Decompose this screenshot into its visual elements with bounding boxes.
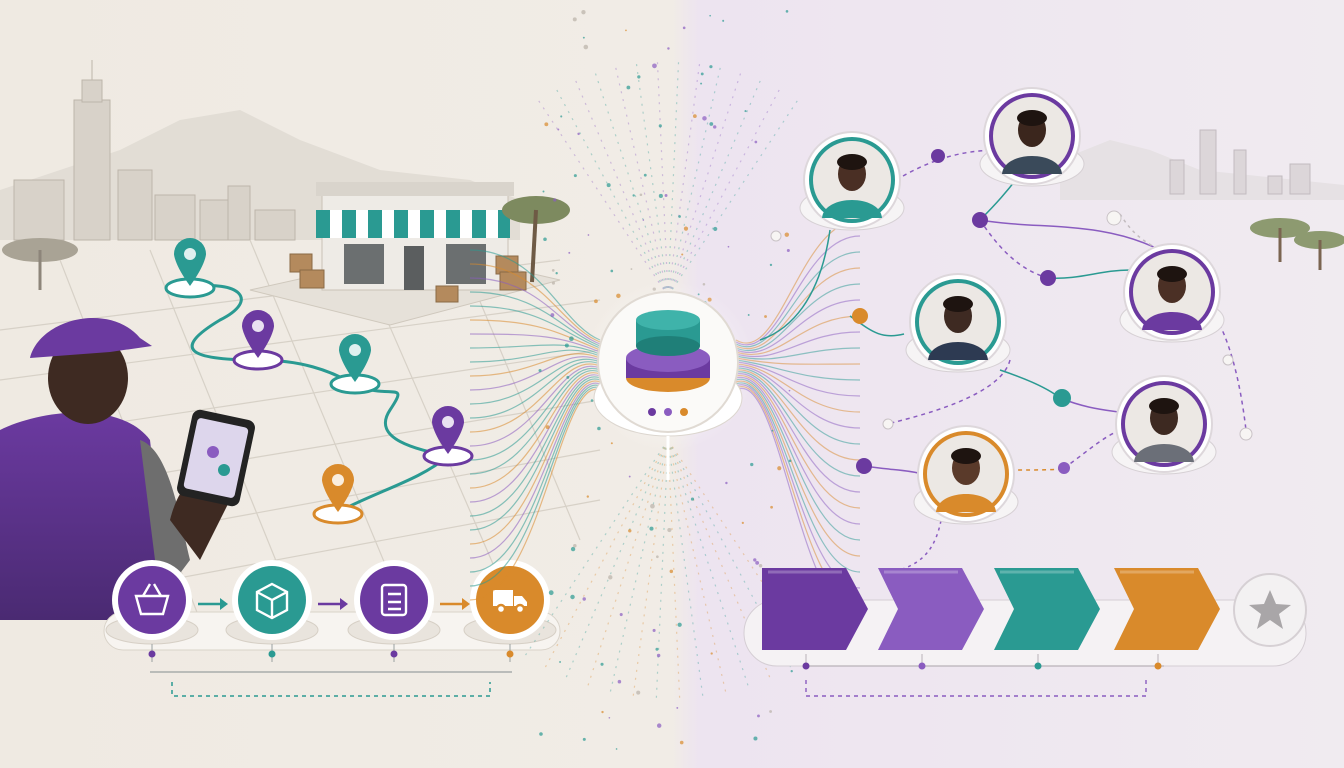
process-step-4	[463, 560, 557, 662]
star-icon	[1249, 590, 1291, 629]
storefront	[249, 182, 561, 326]
data-stack-icon	[626, 310, 710, 392]
pipeline-stage-1	[762, 568, 868, 670]
map-pin-1	[164, 238, 216, 299]
pipeline-final-stage	[1233, 573, 1307, 647]
map-pin-icon	[339, 334, 371, 382]
person-avatar-icon	[1002, 110, 1062, 174]
shopping-basket-icon	[134, 583, 170, 616]
city-skyline-right	[1060, 129, 1344, 200]
person-portrait-5	[1111, 375, 1217, 475]
person-avatar-icon	[822, 154, 882, 218]
striped-awning	[316, 210, 510, 238]
pipeline-stage-4	[1114, 568, 1220, 670]
person-portrait-4	[1119, 243, 1225, 343]
map-pin-3	[329, 334, 381, 395]
network-nodes	[770, 149, 1253, 474]
map-pin-5	[312, 464, 364, 525]
person-avatar-icon	[936, 448, 996, 512]
person-avatar-icon	[928, 296, 988, 360]
process-steps	[105, 560, 557, 662]
arrow-right-icon	[198, 598, 228, 610]
tree-left	[2, 238, 78, 290]
map-pin-icon	[174, 238, 206, 286]
delivery-truck-icon	[493, 590, 527, 615]
acacia-tree	[502, 196, 570, 283]
map-pin-icon	[242, 310, 274, 358]
person-portrait-6	[913, 425, 1019, 525]
process-steps-track	[103, 611, 561, 697]
delivery-worker	[0, 317, 255, 620]
pipeline-stage-2	[878, 568, 984, 670]
person-portrait-2	[979, 87, 1085, 187]
process-step-3	[347, 560, 441, 662]
map-pins	[164, 238, 474, 525]
pipeline-stages	[762, 568, 1220, 670]
arrow-right-icon	[318, 598, 348, 610]
smartphone	[177, 409, 255, 507]
trees-right	[1250, 218, 1344, 270]
person-avatar-icon	[1142, 266, 1202, 330]
map-pin-icon	[322, 464, 354, 512]
process-step-1	[105, 560, 199, 662]
map-pin-icon	[432, 406, 464, 454]
package-icon	[255, 582, 289, 620]
person-portrait-3	[905, 273, 1011, 373]
people-network	[799, 87, 1225, 525]
person-portrait-1	[799, 131, 905, 231]
map-pin-4	[422, 406, 474, 467]
map-pin-2	[232, 310, 284, 371]
process-step-2	[225, 560, 319, 662]
purple-cap	[30, 317, 152, 358]
pipeline-stage-3	[994, 568, 1100, 670]
clipboard-checklist-icon	[380, 583, 408, 617]
arrow-right-icon	[440, 598, 470, 610]
person-avatar-icon	[1134, 398, 1194, 462]
central-data-hub	[582, 280, 754, 480]
